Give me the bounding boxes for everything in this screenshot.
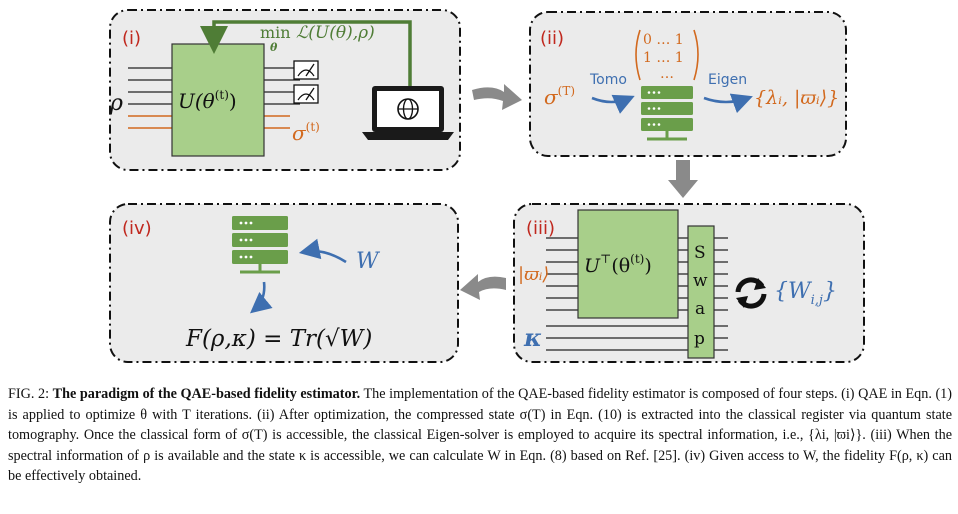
caption-body: The implementation of the QAE-based fide… [8, 386, 952, 484]
trash-state-label: σ(t) [292, 120, 320, 145]
input-rho-label: ρ [109, 91, 123, 116]
objective-min: min [260, 23, 291, 42]
feedback-arrow [200, 20, 412, 86]
density-matrix: 0 … 1 1 … 1 … [635, 29, 699, 82]
flow-arrow-i-ii [472, 84, 522, 110]
panel-i: (i) ρ U(θ(t)) σ(t) [109, 9, 461, 171]
unitary-gate-box [171, 43, 265, 157]
swap-gate-letters: S w a p [693, 243, 708, 349]
panel-iv-label: (iv) [122, 218, 152, 239]
svg-text:S: S [694, 243, 706, 263]
w-label: W [356, 249, 381, 274]
transpose-unitary-gate-label: U⊤(θ(t)) [584, 252, 652, 277]
spectral-output: {λᵢ, |ϖᵢ⟩} [754, 87, 839, 109]
objective-min-sub: θ [270, 41, 278, 54]
tomo-label: Tomo [589, 72, 627, 88]
panel-iv: (iv) W F(ρ,κ) = Tr(√W) [109, 203, 459, 363]
server-icon [232, 216, 288, 274]
svg-text:1 … 1: 1 … 1 [643, 50, 684, 66]
svg-text:w: w [693, 271, 708, 291]
qae-fidelity-figure: (i) ρ U(θ(t)) σ(t) [109, 9, 865, 363]
svg-text:p: p [694, 329, 705, 349]
panel-i-label: (i) [122, 28, 141, 49]
unitary-gate-label: U(θ(t)) [178, 88, 237, 113]
transpose-unitary-gate-box [577, 209, 679, 319]
svg-text:a: a [695, 299, 705, 319]
fidelity-formula: F(ρ,κ) = Tr(√W) [185, 326, 372, 352]
swap-gate-box [687, 225, 715, 359]
caption-label: FIG. 2: [8, 386, 50, 402]
panel-ii-label: (ii) [540, 28, 564, 49]
w-matrix-output: {Wi,j} [774, 279, 837, 308]
laptop-globe-icon [362, 86, 454, 140]
objective-loss: ℒ(U(θ),ρ) [296, 23, 375, 43]
compressed-state-label: σ(T) [544, 84, 575, 109]
panel-ii: (ii) 0 … 1 1 … 1 … σ(T) Tomo Eigen {λᵢ [529, 11, 847, 157]
svg-text:…: … [660, 66, 674, 82]
svg-text:0 … 1: 0 … 1 [643, 32, 684, 48]
figure-caption: FIG. 2: The paradigm of the QAE-based fi… [8, 384, 952, 487]
flow-arrow-iii-iv [460, 274, 506, 300]
caption-title: The paradigm of the QAE-based fidelity e… [52, 386, 361, 402]
swap-cycle-icon [735, 277, 767, 309]
panel-iii: (iii) |ϖᵢ⟩ κ U⊤(θ(t)) S w a p [513, 203, 865, 363]
tomo-arrow [591, 94, 635, 114]
measurement-icon [293, 60, 319, 104]
server-icon [641, 86, 693, 141]
panel-iii-label: (iii) [526, 218, 555, 239]
eigen-label: Eigen [708, 72, 747, 88]
kappa-label: κ [523, 323, 542, 352]
flow-arrow-ii-iii [668, 160, 698, 198]
w-input-arrow [298, 238, 347, 264]
eigen-arrow [703, 93, 753, 114]
output-arrow [250, 281, 273, 314]
input-state-label: |ϖᵢ⟩ [518, 264, 549, 285]
